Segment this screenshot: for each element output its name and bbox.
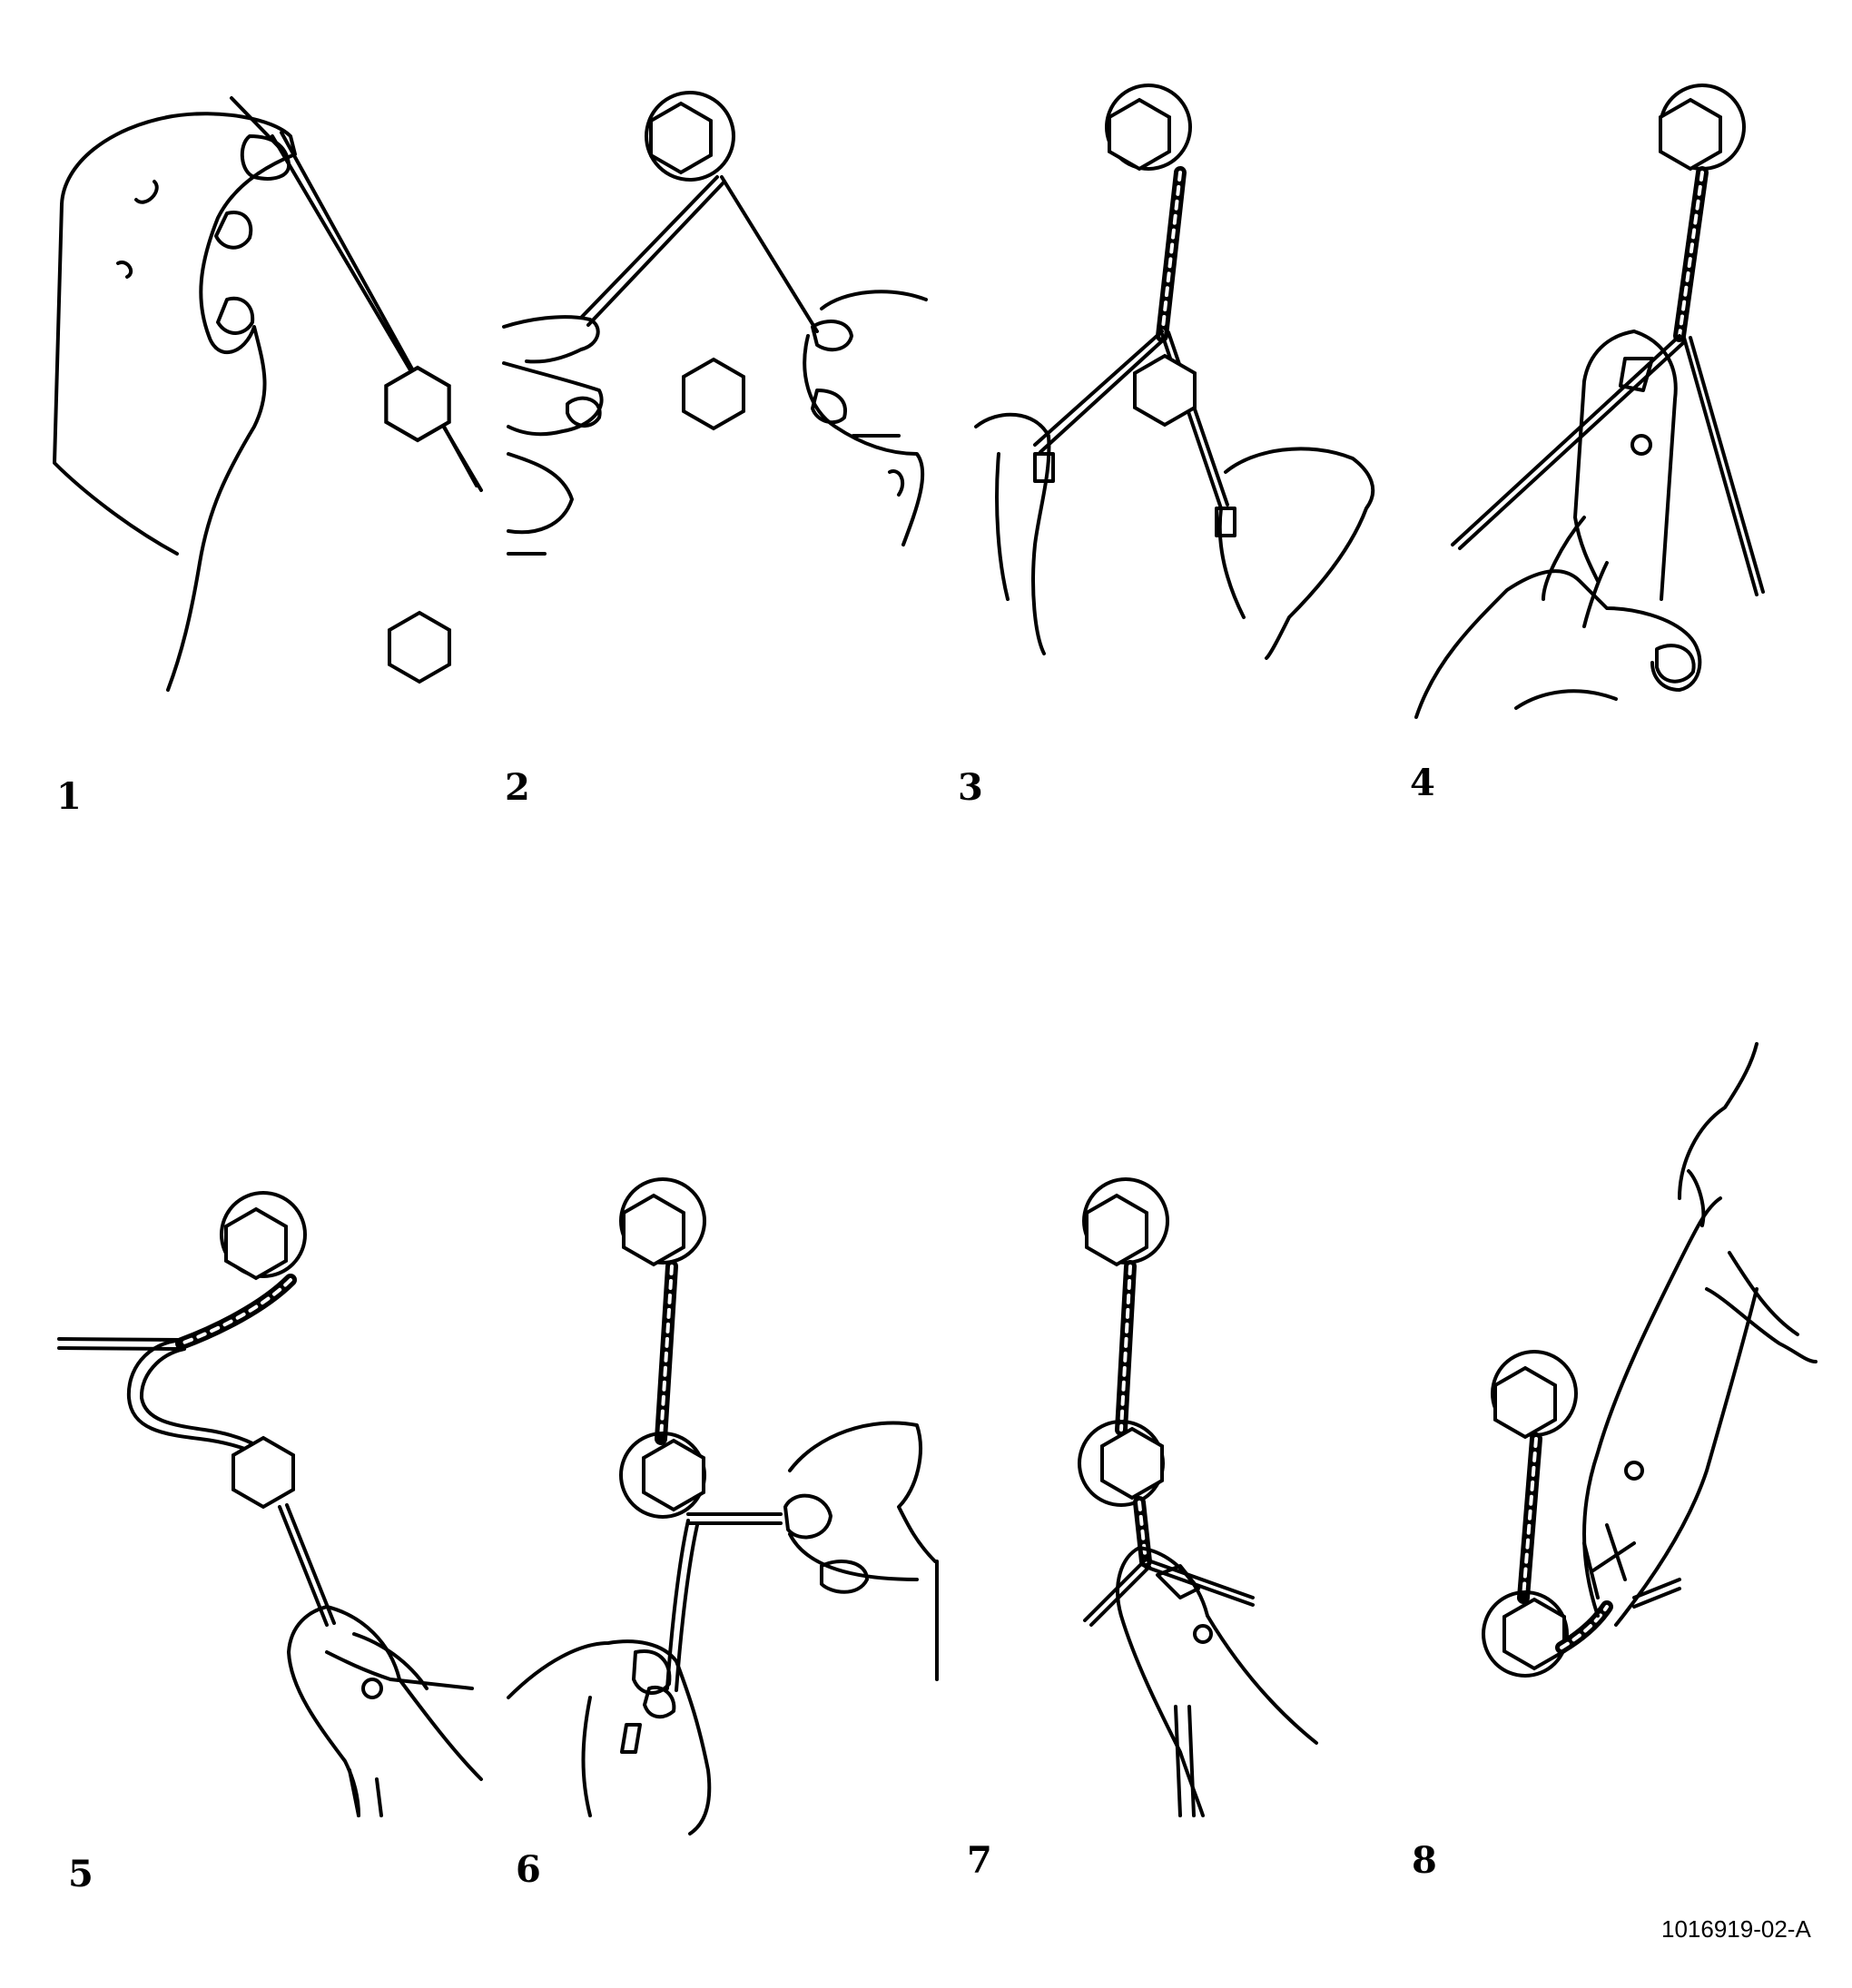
step-5-illustration bbox=[57, 1191, 483, 1817]
step-6-illustration bbox=[507, 1177, 939, 1835]
step-2-label: 2 bbox=[505, 766, 530, 809]
step-4-illustration bbox=[1414, 84, 1765, 719]
step-3-label: 3 bbox=[958, 766, 983, 809]
step-1-illustration bbox=[53, 96, 483, 692]
step-7-label: 7 bbox=[967, 1839, 992, 1882]
step-3-illustration bbox=[974, 84, 1375, 660]
step-8-label: 8 bbox=[1412, 1839, 1437, 1882]
step-8-illustration bbox=[1482, 1042, 1818, 1678]
step-1-label: 1 bbox=[56, 775, 82, 818]
step-6-label: 6 bbox=[516, 1848, 541, 1891]
step-5-label: 5 bbox=[68, 1853, 94, 1895]
step-4-label: 4 bbox=[1410, 762, 1435, 804]
step-2-illustration bbox=[502, 91, 928, 556]
step-7-illustration bbox=[1078, 1177, 1318, 1817]
figure-id: 1016919-02-A bbox=[1661, 1915, 1811, 1943]
